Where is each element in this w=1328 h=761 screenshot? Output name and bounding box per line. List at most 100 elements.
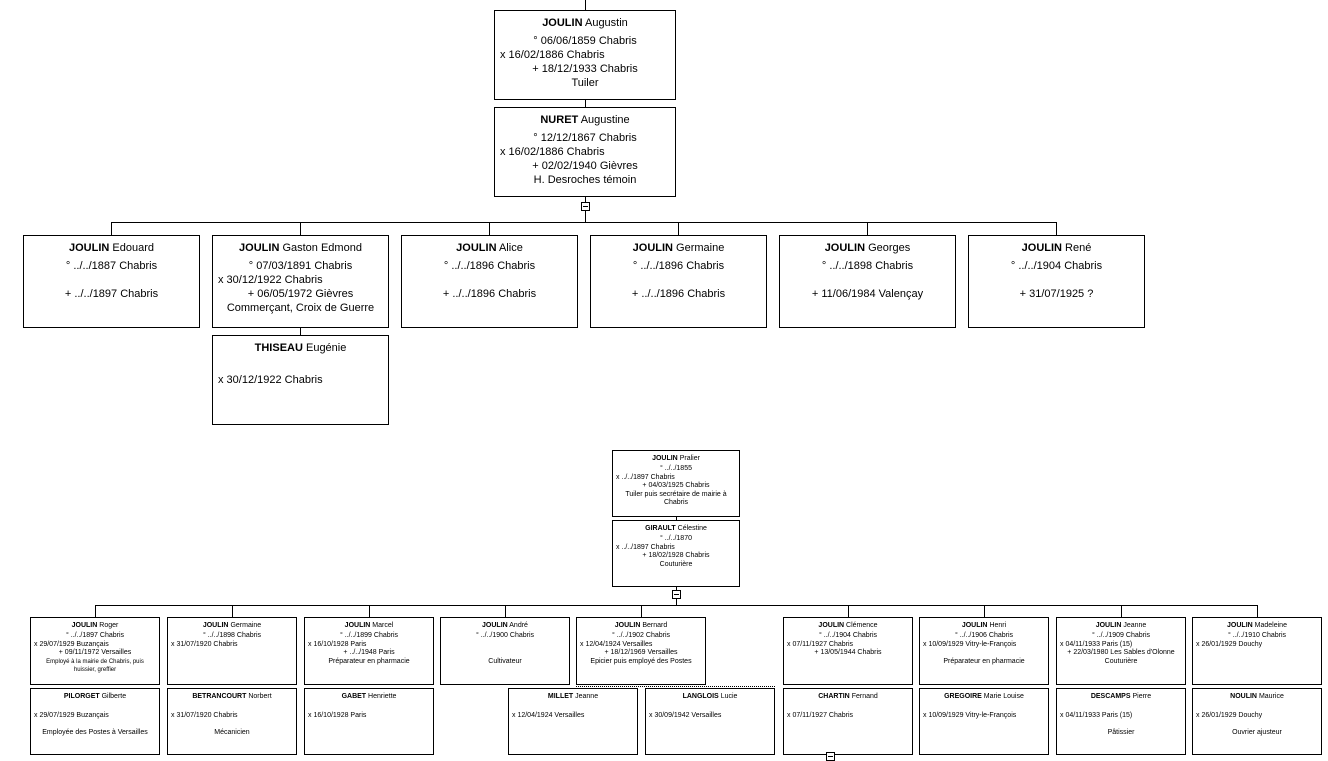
surname: PILORGET <box>63 693 100 700</box>
occupation-line <box>784 658 912 667</box>
person-box-betrancourt-norbert[interactable]: BETRANCOURT Norbert x 31/07/1920 Chabris… <box>167 688 297 755</box>
death-line: + ../../1897 Chabris <box>64 288 159 300</box>
death-line: + 11/06/1984 Valençay <box>811 288 924 300</box>
person-box-noulin-maurice[interactable]: NOULIN Maurice x 26/01/1929 Douchy Ouvri… <box>1192 688 1322 755</box>
occupation-line <box>213 401 388 415</box>
marriage-line: x ../../1897 Chabris <box>616 473 675 481</box>
person-box-joulin-henri[interactable]: JOULIN Henri ° ../../1906 Chabris x 10/0… <box>919 617 1049 685</box>
birth-line <box>213 359 388 373</box>
person-box-gregoire-marie-louise[interactable]: GREGOIRE Marie Louise x 10/09/1929 Vitry… <box>919 688 1049 755</box>
connector-line <box>676 517 677 520</box>
death-line: + 02/02/1940 Gièvres <box>532 160 638 172</box>
person-name: JOULIN René <box>969 241 1144 256</box>
collapse-toggle-family2[interactable] <box>672 590 681 599</box>
surname: JOULIN <box>542 17 583 29</box>
marriage-line: x 30/12/1922 Chabris <box>218 274 323 286</box>
person-name: JOULIN Germaine <box>591 241 766 256</box>
given-name: André <box>509 622 528 629</box>
person-name: JOULIN Jeanne <box>1057 621 1185 631</box>
birth-line: ° ../../1904 Chabris <box>818 632 878 639</box>
person-name: BETRANCOURT Norbert <box>168 692 296 702</box>
person-box-joulin-clemence[interactable]: JOULIN Clémence ° ../../1904 Chabris x 0… <box>783 617 913 685</box>
birth-line: ° ../../1898 Chabris <box>202 632 262 639</box>
birth-line: ° ../../1898 Chabris <box>821 260 914 272</box>
person-box-joulin-pralier[interactable]: JOULIN Pralier ° ../../1855 x ../../1897… <box>612 450 740 517</box>
person-box-joulin-edouard[interactable]: JOULIN Edouard ° ../../1887 Chabris + ..… <box>23 235 200 328</box>
death-line <box>1057 720 1185 729</box>
person-box-joulin-andre[interactable]: JOULIN André ° ../../1900 Chabris Cultiv… <box>440 617 570 685</box>
connector-line <box>232 605 233 617</box>
person-box-joulin-rene[interactable]: JOULIN René ° ../../1904 Chabris + 31/07… <box>968 235 1145 328</box>
connector-line <box>489 222 490 235</box>
surname: JOULIN <box>344 622 371 629</box>
person-box-joulin-germaine-1[interactable]: JOULIN Germaine ° ../../1896 Chabris + .… <box>590 235 767 328</box>
connector-line <box>505 605 506 617</box>
person-box-descamps-pierre[interactable]: DESCAMPS Pierre x 04/11/1933 Paris (15) … <box>1056 688 1186 755</box>
surname: BETRANCOURT <box>192 693 247 700</box>
surname: THISEAU <box>254 342 303 354</box>
connector-line <box>300 328 301 335</box>
person-box-langlois-lucie[interactable]: LANGLOIS Lucie x 30/09/1942 Versailles <box>645 688 775 755</box>
descendants-marker-toggle[interactable] <box>826 752 835 761</box>
given-name: Germaine <box>230 622 262 629</box>
surname: JOULIN <box>961 622 988 629</box>
person-name: JOULIN Marcel <box>305 621 433 631</box>
connector-line <box>848 605 849 617</box>
occupation-line <box>509 729 637 738</box>
surname: JOULIN <box>652 455 678 462</box>
marriage-line: x 07/11/1927 Chabris <box>787 711 854 719</box>
person-box-gabet-henriette[interactable]: GABET Henriette x 16/10/1928 Paris <box>304 688 434 755</box>
person-box-joulin-marcel[interactable]: JOULIN Marcel ° ../../1899 Chabris x 16/… <box>304 617 434 685</box>
given-name: Eugénie <box>305 342 347 354</box>
given-name: Henriette <box>368 693 397 700</box>
birth-line: ° ../../1900 Chabris <box>475 632 535 639</box>
surname: LANGLOIS <box>682 693 719 700</box>
marriage-line: x 30/09/1942 Versailles <box>649 711 722 719</box>
person-box-joulin-augustin[interactable]: JOULIN Augustin ° 06/06/1859 Chabris x 1… <box>494 10 676 100</box>
birth-line: ° ../../1910 Chabris <box>1227 632 1287 639</box>
given-name: Gaston Edmond <box>282 242 362 254</box>
birth-line: ° ../../1855 <box>660 465 692 472</box>
birth-line: ° ../../1899 Chabris <box>339 632 399 639</box>
birth-line <box>920 703 1048 712</box>
person-box-joulin-gaston-edmond[interactable]: JOULIN Gaston Edmond ° 07/03/1891 Chabri… <box>212 235 389 328</box>
occupation-line <box>591 301 766 315</box>
given-name: Germaine <box>676 242 725 254</box>
person-box-joulin-madeleine[interactable]: JOULIN Madeleine ° ../../1910 Chabris x … <box>1192 617 1322 685</box>
given-name: Pierre <box>1132 693 1152 700</box>
occupation-line: Mécanicien <box>214 728 250 736</box>
person-name: THISEAU Eugénie <box>213 341 388 356</box>
collapse-toggle-family1[interactable] <box>581 202 590 211</box>
death-line: + 18/12/1969 Versailles <box>604 649 678 656</box>
birth-line: ° 07/03/1891 Chabris <box>248 260 353 272</box>
person-box-chartin-fernand[interactable]: CHARTIN Fernand x 07/11/1927 Chabris <box>783 688 913 755</box>
death-line: + 04/03/1925 Chabris <box>642 482 710 489</box>
death-line <box>31 720 159 729</box>
person-box-joulin-roger[interactable]: JOULIN Roger ° ../../1897 Chabris x 29/0… <box>30 617 160 685</box>
given-name: Célestine <box>677 525 707 532</box>
connector-line <box>95 605 1258 606</box>
surname: JOULIN <box>69 242 110 254</box>
connector-line <box>678 222 679 235</box>
person-box-joulin-germaine-2[interactable]: JOULIN Germaine ° ../../1898 Chabris x 3… <box>167 617 297 685</box>
person-box-joulin-jeanne[interactable]: JOULIN Jeanne ° ../../1909 Chabris x 04/… <box>1056 617 1186 685</box>
person-box-girault-celestine[interactable]: GIRAULT Célestine ° ../../1870 x ../../1… <box>612 520 740 587</box>
person-box-joulin-bernard[interactable]: JOULIN Bernard ° ../../1902 Chabris x 12… <box>576 617 706 685</box>
person-box-joulin-alice[interactable]: JOULIN Alice ° ../../1896 Chabris + ../.… <box>401 235 578 328</box>
person-name: JOULIN Pralier <box>613 454 739 464</box>
person-name: JOULIN Roger <box>31 621 159 631</box>
person-box-pilorget-gilberte[interactable]: PILORGET Gilberte x 29/07/1929 Buzançais… <box>30 688 160 755</box>
occupation-line-2 <box>441 666 569 675</box>
birth-line: ° ../../1870 <box>660 535 692 542</box>
person-box-nuret-augustine[interactable]: NURET Augustine ° 12/12/1867 Chabris x 1… <box>494 107 676 197</box>
surname: DESCAMPS <box>1090 693 1131 700</box>
person-box-millet-jeanne[interactable]: MILLET Jeanne x 12/04/1924 Versailles <box>508 688 638 755</box>
person-box-thiseau-eugenie[interactable]: THISEAU Eugénie x 30/12/1922 Chabris <box>212 335 389 425</box>
connector-line <box>585 0 586 10</box>
occupation-line-2 <box>613 569 739 578</box>
marriage-line: x 29/07/1929 Buzançais <box>34 640 109 648</box>
occupation-line-2 <box>784 666 912 675</box>
marriage-line: x 04/11/1933 Paris (15) <box>1060 711 1133 719</box>
person-name: JOULIN Alice <box>402 241 577 256</box>
person-box-joulin-georges[interactable]: JOULIN Georges ° ../../1898 Chabris + 11… <box>779 235 956 328</box>
